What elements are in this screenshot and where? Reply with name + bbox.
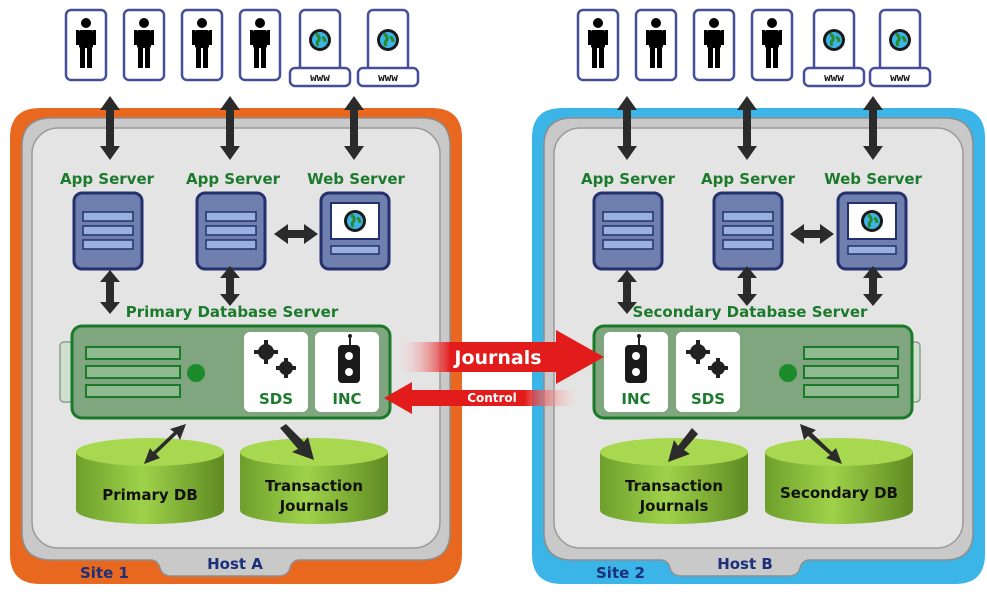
server-label: App Server [581,170,676,188]
site-a-client-arrows [100,96,364,160]
double-arrow-icon [274,224,318,244]
server-label: Web Server [307,170,405,188]
app-server-icon [592,191,664,271]
tile-label: SDS [691,390,725,408]
control-flow: Control [384,382,586,414]
db-server-label: Secondary Database Server [633,303,868,321]
remote-control-icon [625,334,647,383]
double-arrow-icon [100,96,120,160]
www-label: www [824,71,844,84]
person-icon [250,18,270,68]
site-b-clients: www www [576,8,932,88]
app-server-icon [195,191,267,271]
site-b: Site 2 Host B [532,8,985,584]
double-arrow-icon [220,266,240,306]
www-badge [868,66,932,88]
journals-cylinder: Transaction Journals [240,438,388,524]
arrow-icon [280,424,314,460]
person-icon [704,18,724,68]
person-icon [134,18,154,68]
site-a: Site 1 Host A [10,8,462,584]
db-label: Primary DB [102,486,198,504]
double-arrow-icon [737,266,757,306]
primary-db-cylinder: Primary DB [76,438,224,524]
server-label: App Server [186,170,281,188]
inc-tile: INC [315,332,379,412]
www-label: www [310,71,330,84]
site-b-db-arrows [668,424,842,464]
app-server-icon [72,191,144,271]
globe-icon [377,29,399,51]
www-label: www [378,71,398,84]
db-label: Transaction [265,477,363,495]
sds-tile: SDS [244,332,308,412]
person-icon [588,18,608,68]
site-a-label: Site 1 [80,564,129,582]
www-label: www [890,71,910,84]
db-label: Transaction [625,477,723,495]
globe-icon [889,29,911,51]
gears-icon [686,340,728,378]
host-a-label: Host A [207,555,263,573]
host-b-label: Host B [717,555,773,573]
double-arrow-icon [344,96,364,160]
double-arrow-icon [863,266,883,306]
server-label: App Server [60,170,155,188]
secondary-db-server [592,324,921,420]
globe-icon [823,29,845,51]
www-badge [356,66,420,88]
double-arrow-icon [863,96,883,160]
double-arrow-icon [737,96,757,160]
db-label: Journals [279,497,349,515]
web-server-icon [319,191,391,271]
web-server-icon [836,191,908,271]
journals-label: Journals [452,347,541,369]
double-arrow-icon [220,96,240,160]
person-icon [762,18,782,68]
globe-icon [309,29,331,51]
tile-label: INC [332,390,361,408]
db-label: Secondary DB [780,484,898,502]
site-b-label: Site 2 [596,564,645,582]
double-arrow-icon [790,224,834,244]
www-badge [288,66,352,88]
server-label: App Server [701,170,796,188]
site-a-clients: www www [64,8,420,88]
double-arrow-icon [617,270,637,314]
double-arrow-icon [100,270,120,314]
tile-label: SDS [259,390,293,408]
double-arrow-icon [617,96,637,160]
person-icon [76,18,96,68]
person-icon [646,18,666,68]
tile-label: INC [621,390,650,408]
db-label: Journals [639,497,709,515]
remote-control-icon [338,334,360,383]
journals-flow: Journals [392,330,604,384]
double-arrow-icon [144,424,186,464]
gears-icon [254,340,296,378]
db-server-label: Primary Database Server [126,303,339,321]
inc-tile: INC [604,332,668,412]
arrow-icon [668,428,698,462]
site-b-client-arrows [617,96,883,160]
person-icon [192,18,212,68]
control-label: Control [467,391,517,405]
primary-db-server [59,324,392,420]
www-badge [802,66,866,88]
secondary-db-cylinder: Secondary DB [765,438,913,524]
sds-tile: SDS [676,332,740,412]
double-arrow-icon [800,424,842,464]
server-label: Web Server [824,170,922,188]
app-server-icon [712,191,784,271]
site-a-db-arrows [144,424,314,464]
